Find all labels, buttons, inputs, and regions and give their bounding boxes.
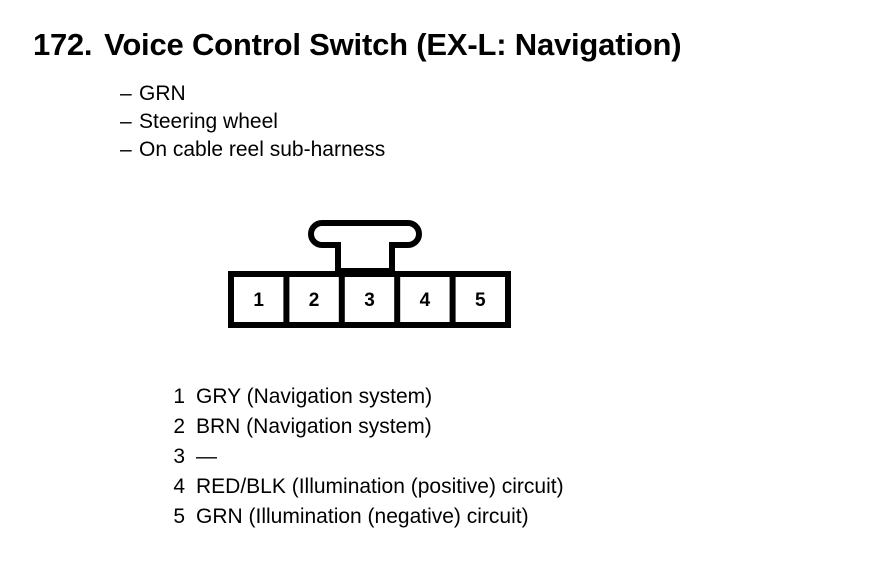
dash-bullet-icon: – [120,82,132,105]
attribute-label: On cable reel sub-harness [139,138,386,161]
pin-number: 5 [173,505,185,528]
pin-description: GRY (Navigation system) [196,385,433,408]
figure-number: 172. [33,27,93,62]
attribute-label: GRN [139,82,186,105]
pin-number: 1 [173,385,185,408]
connector-diagram: 1 2 3 4 5 [222,212,522,332]
figure-title-text: Voice Control Switch (EX-L: Navigation) [104,27,682,62]
list-item: – Steering wheel [120,108,385,136]
cavity-number-5: 5 [475,290,486,311]
cavity-number-4: 4 [420,290,431,311]
list-item: 2 BRN (Navigation system) [170,412,564,442]
cavity-number-1: 1 [253,290,264,311]
pin-description: GRN (Illumination (negative) circuit) [196,505,529,528]
pin-description: — [196,445,217,468]
list-item: 3 — [170,442,564,472]
attribute-list: – GRN – Steering wheel – On cable reel s… [120,80,385,164]
attribute-label: Steering wheel [139,110,278,133]
pin-number: 4 [173,475,185,498]
cavity-number-2: 2 [309,290,320,311]
pin-description: RED/BLK (Illumination (positive) circuit… [196,475,564,498]
list-item: – GRN [120,80,385,108]
pin-number: 3 [173,445,185,468]
dash-bullet-icon: – [120,110,132,133]
connector-body [228,271,511,328]
list-item: – On cable reel sub-harness [120,136,385,164]
list-item: 1 GRY (Navigation system) [170,382,564,412]
dash-bullet-icon: – [120,138,132,161]
figure-title: 172. Voice Control Switch (EX-L: Navigat… [33,27,682,63]
list-item: 4 RED/BLK (Illumination (positive) circu… [170,472,564,502]
cavity-number-3: 3 [364,290,375,311]
list-item: 5 GRN (Illumination (negative) circuit) [170,502,564,532]
pin-number: 2 [173,415,185,438]
pin-description: BRN (Navigation system) [196,415,432,438]
pin-legend-list: 1 GRY (Navigation system) 2 BRN (Navigat… [170,382,564,532]
connector-locking-tab [308,220,422,274]
